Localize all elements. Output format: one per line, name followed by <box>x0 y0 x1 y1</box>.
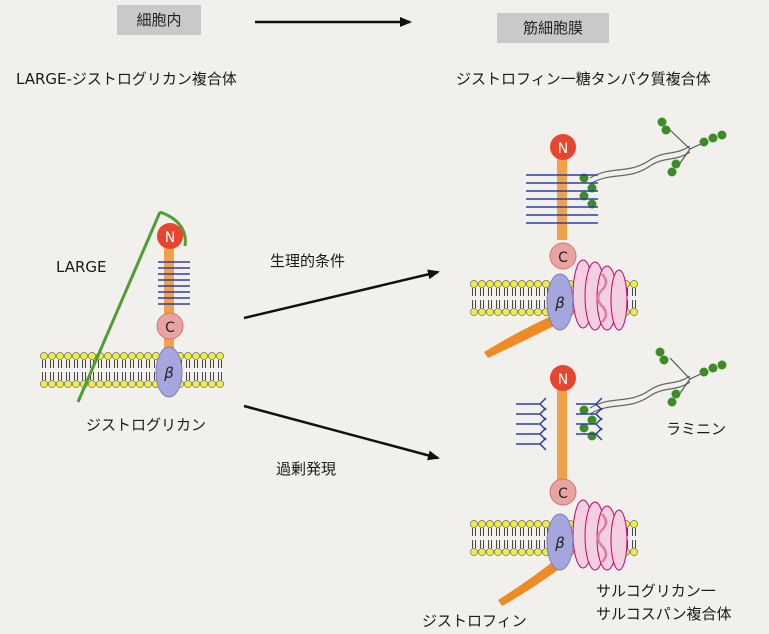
n-domain-top <box>550 134 576 160</box>
c-domain-top <box>549 242 577 270</box>
svg-text:β: β <box>163 364 174 382</box>
laminin-bottom <box>579 347 727 441</box>
physiological-condition-label: 生理的条件 <box>270 252 346 270</box>
beta-subunit-left <box>155 346 183 398</box>
sarcolemma-label: 筋細胞膜 <box>497 13 609 43</box>
beta-subunit-top <box>546 273 574 331</box>
n-domain-bottom <box>550 365 576 391</box>
glycan-chains-top <box>526 174 598 224</box>
sarcoglycan-label-line2: サルコスパン複合体 <box>596 605 732 623</box>
sarcoglycan-label-line1: サルコグリカン一 <box>596 582 716 600</box>
n-domain-left <box>157 223 183 249</box>
laminin-label: ラミニン <box>666 420 727 438</box>
laminin-top <box>579 117 727 209</box>
large-enzyme <box>76 210 187 403</box>
intracellular-label: 細胞内 <box>117 5 201 35</box>
svg-text:N: N <box>558 141 568 157</box>
glycan-chains-left <box>158 261 190 305</box>
sarcoglycan-top <box>572 259 628 331</box>
sarcoglycan-bottom <box>572 499 628 571</box>
overexpression-arrow <box>243 404 440 461</box>
svg-text:N: N <box>165 230 175 246</box>
dgc-overexpression: β N C <box>498 347 727 606</box>
svg-text:N: N <box>558 372 568 388</box>
physiological-arrow <box>243 269 440 320</box>
svg-text:β: β <box>554 294 565 312</box>
overexpression-label: 過剰発現 <box>276 460 337 478</box>
membrane-left <box>40 352 224 388</box>
svg-text:C: C <box>558 486 568 502</box>
dystroglycan-label: ジストログリカン <box>86 416 207 434</box>
large-label: LARGE <box>56 258 107 276</box>
dystrophin-rod-top <box>484 312 566 358</box>
dgc-physiological: β N C <box>484 117 727 358</box>
c-domain-left <box>156 312 184 340</box>
svg-text:β: β <box>554 534 565 552</box>
glycan-chains-bottom <box>516 397 603 451</box>
dystrophin-label: ジストロフィン <box>422 612 527 630</box>
dystroglycan-left: β N C <box>155 223 190 398</box>
dystrophin-rod-bottom <box>498 556 566 606</box>
right-complex-title: ジストロフィン一糖タンパク質複合体 <box>456 70 711 88</box>
left-complex-title: LARGE-ジストログリカン複合体 <box>16 70 237 88</box>
svg-text:C: C <box>165 320 175 336</box>
c-domain-bottom <box>549 478 577 506</box>
beta-subunit-bottom <box>546 513 574 571</box>
svg-text:C: C <box>558 250 568 266</box>
